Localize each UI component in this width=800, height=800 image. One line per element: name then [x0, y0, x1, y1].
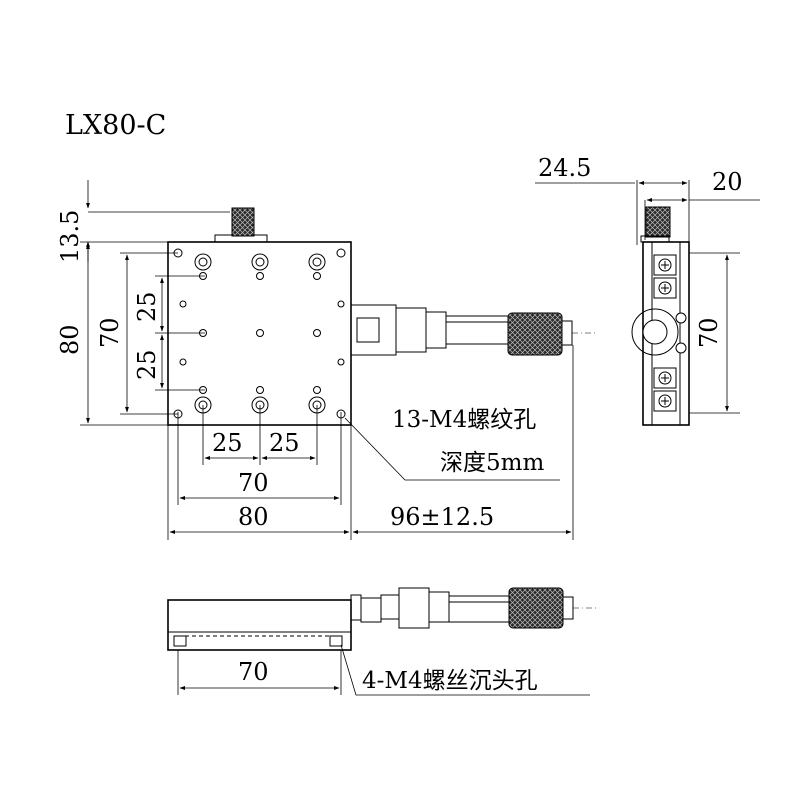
top-view — [167, 207, 598, 426]
dimensions-top: 13.5 80 70 25 25 25 25 70 8 — [56, 180, 574, 540]
counterbore-inner — [198, 257, 208, 267]
dim-25-h-right: 25 — [269, 429, 300, 457]
dim-70-side: 70 — [695, 317, 723, 348]
mounting-holes — [173, 248, 346, 419]
dim-25-v-bottom: 25 — [133, 349, 161, 380]
dim-20: 20 — [712, 168, 743, 196]
dim-13-5: 13.5 — [56, 210, 84, 263]
note-depth: 深度5mm — [440, 450, 544, 476]
dim-70-v: 70 — [96, 317, 124, 348]
side-view — [631, 206, 690, 426]
thread-hole — [256, 386, 264, 394]
thread-hole — [256, 272, 264, 280]
lock-knob — [214, 207, 268, 243]
note-countersunk: 4-M4螺丝沉头孔 — [362, 668, 538, 694]
dim-80-h: 80 — [238, 503, 269, 531]
model-label: LX80-C — [65, 110, 166, 141]
counterbore-inner — [255, 257, 265, 267]
dim-25-h-left: 25 — [212, 429, 243, 457]
dim-25-v-top: 25 — [133, 291, 161, 322]
thread-hole — [256, 329, 264, 337]
thread-hole — [313, 272, 321, 280]
dimensions-front: 70 4-M4螺丝沉头孔 — [177, 644, 590, 696]
micrometer-top — [350, 304, 598, 356]
dim-70-front: 70 — [238, 658, 269, 686]
dim-travel: 96±12.5 — [390, 503, 494, 531]
side-hole — [179, 358, 187, 366]
front-view — [167, 587, 598, 651]
dim-24-5: 24.5 — [538, 154, 591, 182]
side-hole — [179, 300, 187, 308]
thread-hole — [313, 386, 321, 394]
counterbore-inner — [312, 257, 322, 267]
dim-70-h: 70 — [238, 469, 269, 497]
corner-hole — [336, 248, 346, 258]
note-thread-holes: 13-M4螺纹孔 — [392, 407, 536, 433]
side-hole — [337, 300, 345, 308]
dimensions-side: 24.5 20 70 — [535, 154, 760, 414]
side-hole — [337, 358, 345, 366]
dim-80-v: 80 — [56, 324, 84, 355]
thread-hole — [313, 329, 321, 337]
